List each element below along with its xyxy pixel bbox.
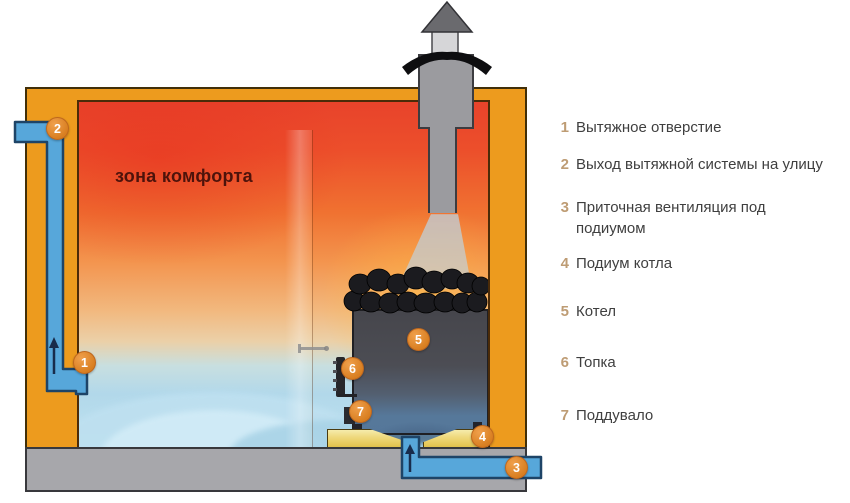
legend: 1 Вытяжное отверстие 2 Выход вытяжной си… bbox=[556, 0, 846, 503]
door-handle-icon bbox=[300, 347, 326, 350]
badge-6: 6 bbox=[341, 357, 364, 380]
legend-number: 1 bbox=[560, 119, 569, 136]
chimney-cap-brim bbox=[402, 51, 492, 75]
legend-label: Вытяжное отверстие bbox=[576, 119, 722, 136]
legend-item-1: 1 Вытяжное отверстие bbox=[556, 117, 722, 138]
badge-7: 7 bbox=[349, 400, 372, 423]
room-interior: зона комфорта bbox=[77, 100, 490, 449]
door-pin bbox=[338, 394, 357, 397]
legend-label: Поддувало bbox=[576, 407, 654, 424]
legend-item-6: 6 Топка bbox=[556, 352, 616, 373]
legend-label: Подиум котла bbox=[576, 255, 673, 272]
firebox-door bbox=[336, 357, 345, 397]
legend-number: 6 bbox=[560, 354, 569, 371]
door-hinge bbox=[333, 379, 337, 382]
badge-5: 5 bbox=[407, 328, 430, 351]
comfort-zone-label: зона комфорта bbox=[115, 166, 253, 186]
legend-item-2: 2 Выход вытяжной системы на улицу bbox=[556, 154, 823, 175]
chimney-cap-cone-icon bbox=[420, 0, 474, 33]
legend-item-4: 4 Подиум котла bbox=[556, 253, 672, 274]
badge-1: 1 bbox=[73, 351, 96, 374]
door-handle-icon bbox=[298, 344, 301, 353]
badge-4: 4 bbox=[471, 425, 494, 448]
badge-2: 2 bbox=[46, 117, 69, 140]
door-hinge bbox=[333, 370, 337, 373]
door-hinge bbox=[333, 361, 337, 364]
legend-label: Топка bbox=[576, 354, 616, 371]
glass-door bbox=[285, 130, 313, 449]
door-hinge bbox=[333, 388, 337, 391]
legend-item-3: 3 Приточная вентиляция под подиумом bbox=[556, 197, 766, 239]
badge-3: 3 bbox=[505, 456, 528, 479]
legend-number: 5 bbox=[560, 303, 569, 320]
stove-stones bbox=[343, 266, 488, 314]
legend-label: Котел bbox=[576, 303, 617, 320]
legend-item-5: 5 Котел bbox=[556, 301, 616, 322]
legend-label: Выход вытяжной системы на улицу bbox=[576, 156, 823, 173]
floor-slab bbox=[25, 447, 527, 492]
legend-number: 2 bbox=[560, 156, 569, 173]
legend-number: 7 bbox=[560, 407, 569, 424]
stove-leg bbox=[353, 424, 362, 433]
legend-item-7: 7 Поддувало bbox=[556, 405, 654, 426]
legend-label: Приточная вентиляция под подиумом bbox=[576, 199, 766, 237]
legend-number: 3 bbox=[560, 199, 569, 216]
door-handle-icon bbox=[324, 346, 329, 351]
chimney-cap-neck bbox=[431, 29, 459, 55]
legend-number: 4 bbox=[560, 255, 569, 272]
